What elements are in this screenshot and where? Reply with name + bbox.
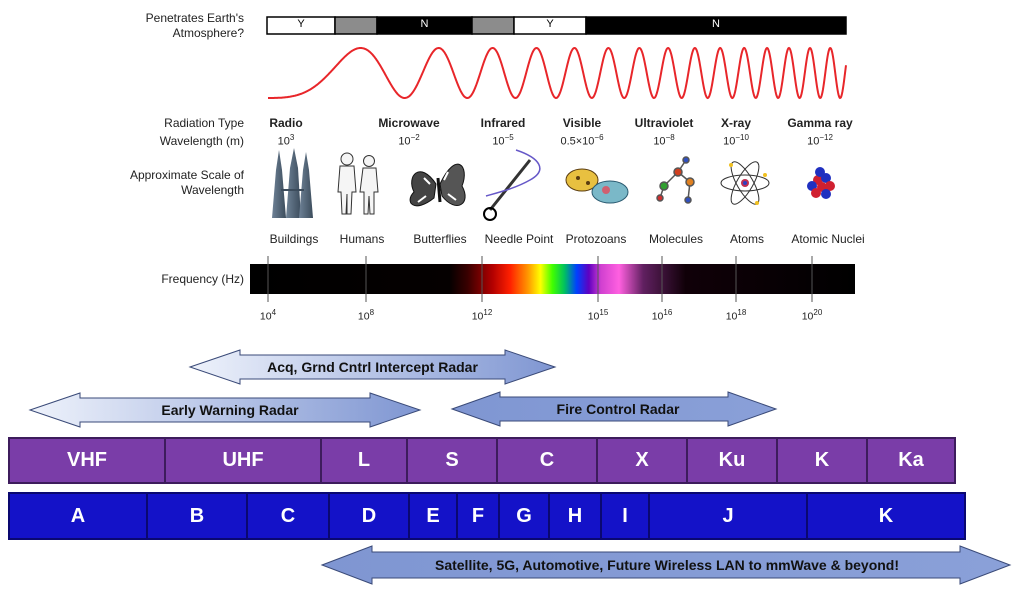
- atom-icon: [721, 158, 769, 208]
- nucleus-icon: [807, 167, 835, 199]
- wavelength-radio: 103: [250, 133, 322, 148]
- radiation-type-infrared: Infrared: [466, 116, 540, 130]
- band-ka: Ka: [866, 437, 956, 484]
- band-s: S: [406, 437, 498, 484]
- band-x: X: [596, 437, 688, 484]
- nato-band-f: F: [456, 492, 500, 540]
- freq-tick-label: 108: [346, 308, 386, 323]
- freq-tick-label: 104: [248, 308, 288, 323]
- nato-band-b: B: [146, 492, 248, 540]
- wavelength-ultraviolet: 10−8: [624, 133, 704, 148]
- molecule-icon: [657, 157, 694, 203]
- nato-band-d: D: [328, 492, 410, 540]
- wavelength-microwave: 10−2: [364, 133, 454, 148]
- nato-band-c: C: [246, 492, 330, 540]
- band-c: C: [496, 437, 598, 484]
- wavelength-visible: 0.5×10−6: [546, 133, 618, 148]
- scale-molecules: Molecules: [636, 232, 716, 246]
- scale-needle-point: Needle Point: [476, 232, 562, 246]
- buildings-icon: [272, 148, 313, 218]
- scale-protozoans: Protozoans: [556, 232, 636, 246]
- band-vhf: VHF: [8, 437, 166, 484]
- nato-band-e: E: [408, 492, 458, 540]
- radiation-type-visible: Visible: [546, 116, 618, 130]
- scale-atoms: Atoms: [714, 232, 780, 246]
- butterfly-icon: [410, 164, 465, 206]
- nato-band-g: G: [498, 492, 550, 540]
- atmosphere-label: Penetrates Earth's Atmosphere?: [120, 11, 244, 41]
- satellite-label: Satellite, 5G, Automotive, Future Wirele…: [352, 557, 982, 573]
- freq-tick-label: 1015: [578, 308, 618, 323]
- wavelength-xray: 10−10: [706, 133, 766, 148]
- atmosphere-seg-3: N: [377, 18, 472, 30]
- early-warning-label: Early Warning Radar: [60, 402, 400, 418]
- scale-butterflies: Butterflies: [400, 232, 480, 246]
- acq-radar-label: Acq, Grnd Cntrl Intercept Radar: [210, 359, 535, 375]
- wavelength-gamma: 10−12: [772, 133, 868, 148]
- radiation-type-ultraviolet: Ultraviolet: [624, 116, 704, 130]
- atmosphere-seg-5: Y: [514, 18, 586, 30]
- freq-tick-label: 1018: [716, 308, 756, 323]
- band-ku: Ku: [686, 437, 778, 484]
- scale-humans: Humans: [326, 232, 398, 246]
- fire-control-label: Fire Control Radar: [480, 401, 756, 417]
- band-uhf: UHF: [164, 437, 322, 484]
- atmosphere-seg-6: N: [586, 18, 846, 30]
- wavelength-wave: [268, 48, 846, 98]
- band-k: K: [776, 437, 868, 484]
- freq-tick-label: 1020: [792, 308, 832, 323]
- frequency-label: Frequency (Hz): [120, 272, 244, 287]
- frequency-spectrum-bar: [250, 264, 855, 294]
- wavelength-label: Wavelength (m): [120, 134, 244, 149]
- nato-band-k: K: [806, 492, 966, 540]
- atmosphere-seg-1: Y: [267, 18, 335, 30]
- needle-icon: [484, 150, 540, 220]
- nato-band-h: H: [548, 492, 602, 540]
- radiation-type-radio: Radio: [250, 116, 322, 130]
- scale-atomic-nuclei: Atomic Nuclei: [780, 232, 876, 246]
- radiation-type-microwave: Microwave: [364, 116, 454, 130]
- radiation-type-xray: X-ray: [706, 116, 766, 130]
- nato-band-j: J: [648, 492, 808, 540]
- protozoan-icon: [566, 169, 628, 203]
- freq-tick-label: 1016: [642, 308, 682, 323]
- nato-band-i: I: [600, 492, 650, 540]
- radiation-type-label: Radiation Type: [120, 116, 244, 131]
- humans-icon: [338, 153, 378, 214]
- band-l: L: [320, 437, 408, 484]
- freq-tick-label: 1012: [462, 308, 502, 323]
- scale-buildings: Buildings: [258, 232, 330, 246]
- approx-scale-label: Approximate Scale of Wavelength: [120, 168, 244, 198]
- radiation-type-gamma: Gamma ray: [772, 116, 868, 130]
- wavelength-infrared: 10−5: [466, 133, 540, 148]
- nato-band-a: A: [8, 492, 148, 540]
